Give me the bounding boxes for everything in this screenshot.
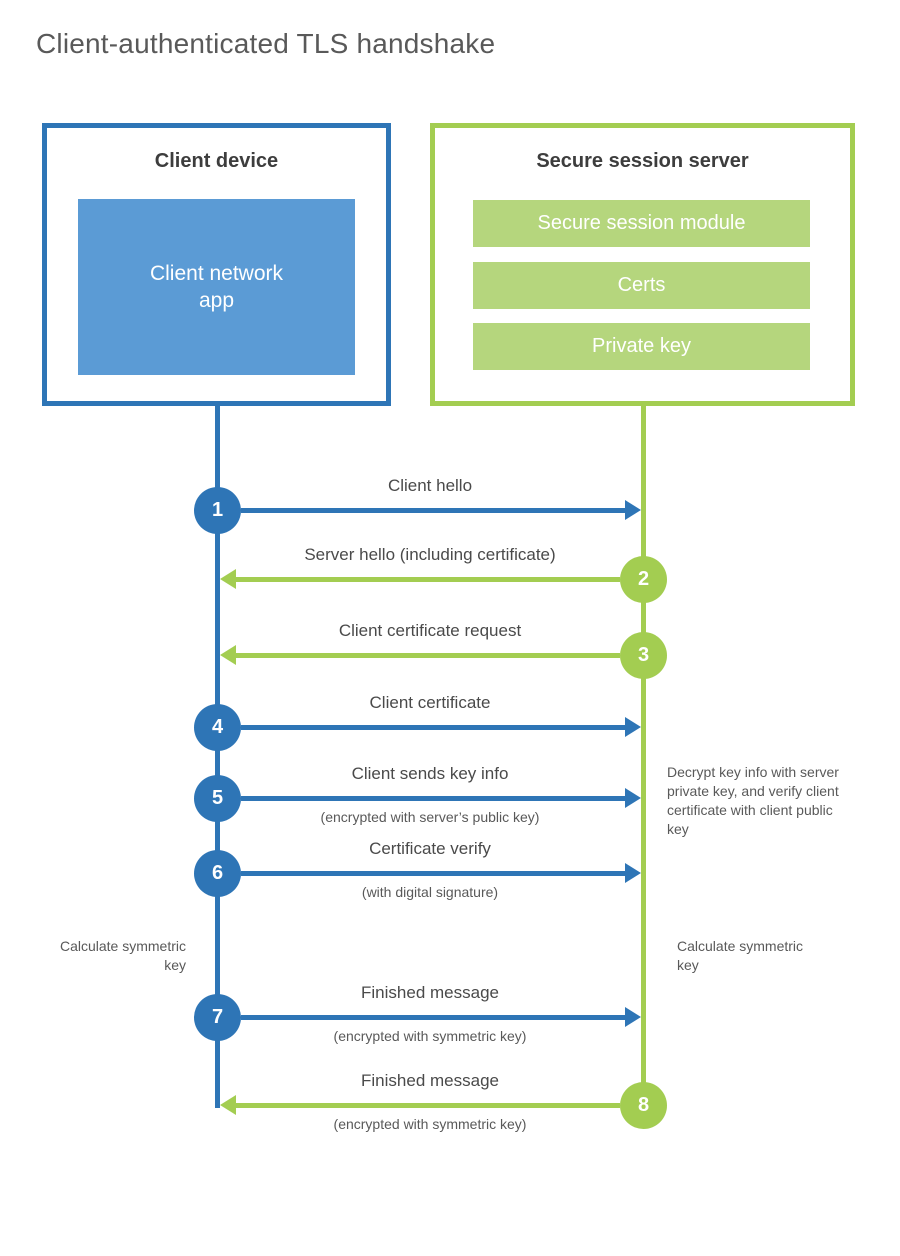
page-title: Client-authenticated TLS handshake — [36, 28, 496, 59]
step-arrow-shaft-5 — [241, 795, 626, 801]
step-circle-5: 5 — [194, 774, 241, 822]
server-module-secure-session: Secure session module — [473, 200, 810, 247]
step-sublabel-7: (encrypted with symmetric key) — [333, 1028, 527, 1044]
step-arrowhead-8 — [220, 1095, 236, 1115]
server-module-private-key: Private key — [473, 323, 810, 370]
step-circle-6: 6 — [194, 849, 241, 897]
step-arrowhead-3 — [220, 645, 236, 665]
step-arrowhead-5 — [625, 788, 641, 808]
step-label-8: Finished message — [361, 1071, 499, 1090]
step-label-7: Finished message — [361, 983, 499, 1002]
client-lifeline — [215, 406, 220, 1108]
step-arrow-shaft-8 — [235, 1102, 620, 1108]
step-label-5: Client sends key info — [351, 764, 509, 783]
step-circle-2: 2 — [620, 555, 667, 603]
step-sublabel-8: (encrypted with symmetric key) — [333, 1116, 527, 1132]
step-label-4: Client certificate — [369, 693, 491, 712]
step-arrow-shaft-2 — [235, 576, 620, 582]
step-arrow-shaft-7 — [241, 1014, 626, 1020]
step-circle-4: 4 — [194, 703, 241, 751]
client-network-app-module: Client network app — [78, 199, 355, 375]
secure-session-server-box: Secure session server Secure session mod… — [430, 123, 855, 406]
server-module-certs: Certs — [473, 262, 810, 309]
step-label-1: Client hello — [387, 476, 473, 495]
server-decrypt-note: Decrypt key info with server private key… — [667, 764, 839, 837]
step-arrowhead-4 — [625, 717, 641, 737]
step-circle-1: 1 — [194, 486, 241, 534]
step-sublabel-5: (encrypted with server’s public key) — [320, 809, 540, 825]
step-circle-3: 3 — [620, 631, 667, 679]
client-device-box: Client device Client network app — [42, 123, 391, 406]
step-circle-8: 8 — [620, 1081, 667, 1129]
step-arrowhead-2 — [220, 569, 236, 589]
step-arrow-shaft-6 — [241, 870, 626, 876]
step-label-6: Certificate verify — [369, 839, 491, 858]
step-label-3: Client certificate request — [338, 621, 522, 640]
step-sublabel-6: (with digital signature) — [361, 884, 499, 900]
step-arrow-shaft-1 — [241, 507, 626, 513]
secure-session-server-title: Secure session server — [536, 150, 749, 172]
client-calculate-symmetric-key-note: Calculate symmetric key — [59, 938, 186, 973]
step-arrow-shaft-3 — [235, 652, 620, 658]
step-arrowhead-6 — [625, 863, 641, 883]
step-arrow-shaft-4 — [241, 724, 626, 730]
step-circle-7: 7 — [194, 993, 241, 1041]
client-device-title: Client device — [154, 150, 279, 172]
server-calculate-symmetric-key-note: Calculate symmetric key — [677, 938, 804, 973]
step-label-2: Server hello (including certificate) — [304, 545, 556, 564]
step-arrowhead-1 — [625, 500, 641, 520]
server-lifeline — [641, 406, 646, 1128]
step-arrowhead-7 — [625, 1007, 641, 1027]
